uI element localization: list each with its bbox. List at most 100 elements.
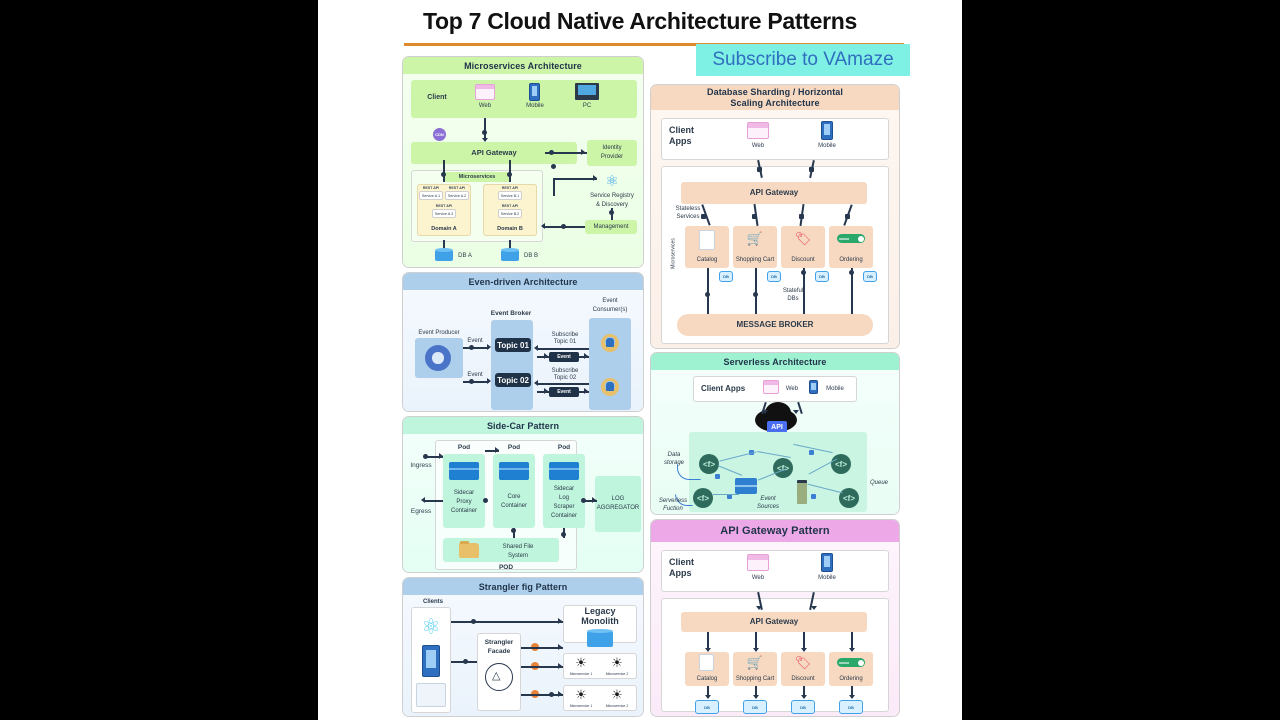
arrow-gateway-identity — [581, 149, 585, 155]
service-registry-icon: ⚛ — [605, 173, 619, 190]
service-box-ordering-sharding — [829, 226, 873, 268]
microservice-label-2: Microservice 2 — [605, 672, 629, 676]
service-box-a1 — [419, 191, 443, 200]
function-node-1: <f> — [699, 454, 719, 474]
shopping-cart-icon-sharding: 🛒 — [746, 231, 764, 246]
arrow-cart-db-apigw — [753, 695, 759, 699]
arrow-subscribe-2 — [534, 380, 538, 386]
panel-sidecar: Side-Car Pattern Ingress Egress Pod Side… — [402, 416, 644, 573]
microservices-side-label: Microservices — [670, 238, 677, 269]
mesh-node-3 — [715, 474, 720, 479]
node-gateway-identity — [549, 150, 554, 155]
line-event-1-left — [537, 356, 549, 358]
node-pod1-pod2 — [483, 498, 488, 503]
arrow-facade-ms2 — [558, 691, 562, 697]
microservice-label-1: Microservice 1 — [569, 672, 593, 676]
service-label-b1: Service B.1 — [500, 194, 520, 198]
service-box-cart-apigw — [733, 652, 777, 686]
legacy-line1: Legacy — [584, 606, 616, 616]
facade-cycle-icon — [485, 663, 513, 691]
line-web-to-gateway — [484, 118, 486, 140]
consumer-icon-2 — [601, 378, 619, 396]
gear-icon — [425, 345, 451, 371]
line-subscribe-1 — [537, 348, 589, 350]
data-storage-icon — [735, 478, 757, 494]
line-ordering-db-apigw — [851, 686, 853, 698]
arrow-gw-catalog-apigw — [705, 648, 711, 652]
mobile-label-apigw: Mobile — [818, 575, 836, 581]
event-broker-box — [491, 320, 533, 410]
node-gateway-domain-a — [441, 172, 446, 177]
arrow-event-2-right — [584, 388, 588, 394]
facade-triangle-icon: △ — [492, 670, 501, 682]
node-gw-catalog — [701, 214, 706, 219]
subscribe-topic-2-line1: Subscribe — [551, 368, 579, 374]
panel-microservices: Microservices Architecture Client Web Mo… — [402, 56, 644, 268]
panel-api-gateway-pattern: API Gateway Pattern Client Apps Web Mobi… — [650, 519, 900, 717]
node-log-aggregator — [581, 498, 586, 503]
shopping-cart-icon-apigw: 🛒 — [746, 655, 764, 670]
pod-2-label: Pod — [507, 444, 521, 451]
database-b-icon — [501, 248, 519, 261]
service-label-b2: Service B.2 — [500, 212, 520, 216]
line-discount-broker — [803, 268, 805, 316]
subscribe-banner[interactable]: Subscribe to VAmaze — [696, 44, 910, 76]
api-gateway-box-sharding — [681, 182, 867, 204]
queue-label: Queue — [869, 480, 888, 486]
subscribe-topic-1-line1: Subscribe — [551, 332, 579, 338]
arrow-gateway-registry — [593, 175, 597, 181]
service-label-discount-apigw: Discount — [791, 676, 815, 682]
service-label-cart-apigw: Shopping Cart — [735, 676, 775, 682]
client-apps-box-apigw — [661, 550, 889, 592]
panel-api-gateway-body: Client Apps Web Mobile API Gateway Cata — [651, 542, 899, 716]
line-facade-legacy — [521, 647, 563, 649]
panel-strangler-title: Strangler fig Pattern — [403, 578, 643, 595]
rest-api-caption-b1: REST API — [501, 186, 519, 190]
message-broker-box — [677, 314, 873, 336]
panel-microservices-title: Microservices Architecture — [403, 57, 643, 74]
line-cart-db-apigw — [755, 686, 757, 698]
node-web-gateway — [482, 130, 487, 135]
function-node-4: <f> — [693, 488, 713, 508]
panel-api-gateway-title: API Gateway Pattern — [651, 520, 899, 542]
arrow-log-aggregator — [592, 497, 596, 503]
service-label-ordering-apigw: Ordering — [839, 676, 863, 682]
discount-tag-icon-sharding: 🏷 — [794, 231, 812, 246]
arrow-web-gateway-apigw — [756, 606, 762, 610]
facade-label-line2: Facade — [487, 648, 511, 655]
event-message-box-2: Event — [549, 387, 579, 397]
rest-api-caption-a1: REST API — [422, 186, 440, 190]
core-container-line1: Core — [507, 494, 521, 500]
sidecar-proxy-line2: Proxy — [456, 499, 472, 505]
arrow-facade-legacy — [558, 644, 562, 650]
node-producer-topic1 — [469, 345, 474, 350]
mobile-client-icon — [422, 645, 440, 677]
identity-provider-label-line2: Provider — [600, 154, 624, 160]
panel-db-sharding-title: Database Sharding / Horizontal Scaling A… — [651, 85, 899, 110]
sidecar-log-line2: Log — [558, 495, 569, 501]
line-producer-topic2 — [463, 381, 489, 383]
management-box — [585, 220, 637, 234]
line-facade-ms1 — [521, 666, 563, 668]
sidecar-log-line4: Container — [550, 513, 577, 519]
sidecar-log-line1: Sidecar — [553, 486, 575, 492]
line-core-sharedfs — [513, 528, 515, 538]
arrow-mobile-cloud — [793, 410, 799, 414]
microservice-icon-4: ☀ — [611, 687, 623, 702]
line-facade-ms2 — [521, 694, 563, 696]
arrow-facade-ms1 — [558, 663, 562, 669]
arrow-catalog-db-apigw — [705, 695, 711, 699]
node-discount-broker — [801, 270, 806, 275]
api-gateway-label-sharding: API Gateway — [749, 188, 799, 197]
panel-sidecar-title: Side-Car Pattern — [403, 417, 643, 434]
page-title: Top 7 Cloud Native Architecture Patterns — [422, 8, 858, 34]
facade-label-line1: Strangler — [484, 639, 514, 646]
container-icon-3 — [549, 462, 579, 480]
mobile-icon — [529, 83, 540, 101]
api-gateway-box-apigw — [681, 612, 867, 632]
panel-db-sharding-body: Client Apps Web Mobile API Gateway State… — [651, 110, 899, 348]
line-event-2-left — [537, 391, 549, 393]
event-consumer-label-line2: Consumer(s) — [592, 307, 628, 313]
line-gateway-identity — [545, 152, 587, 154]
service-box-discount-sharding — [781, 226, 825, 268]
